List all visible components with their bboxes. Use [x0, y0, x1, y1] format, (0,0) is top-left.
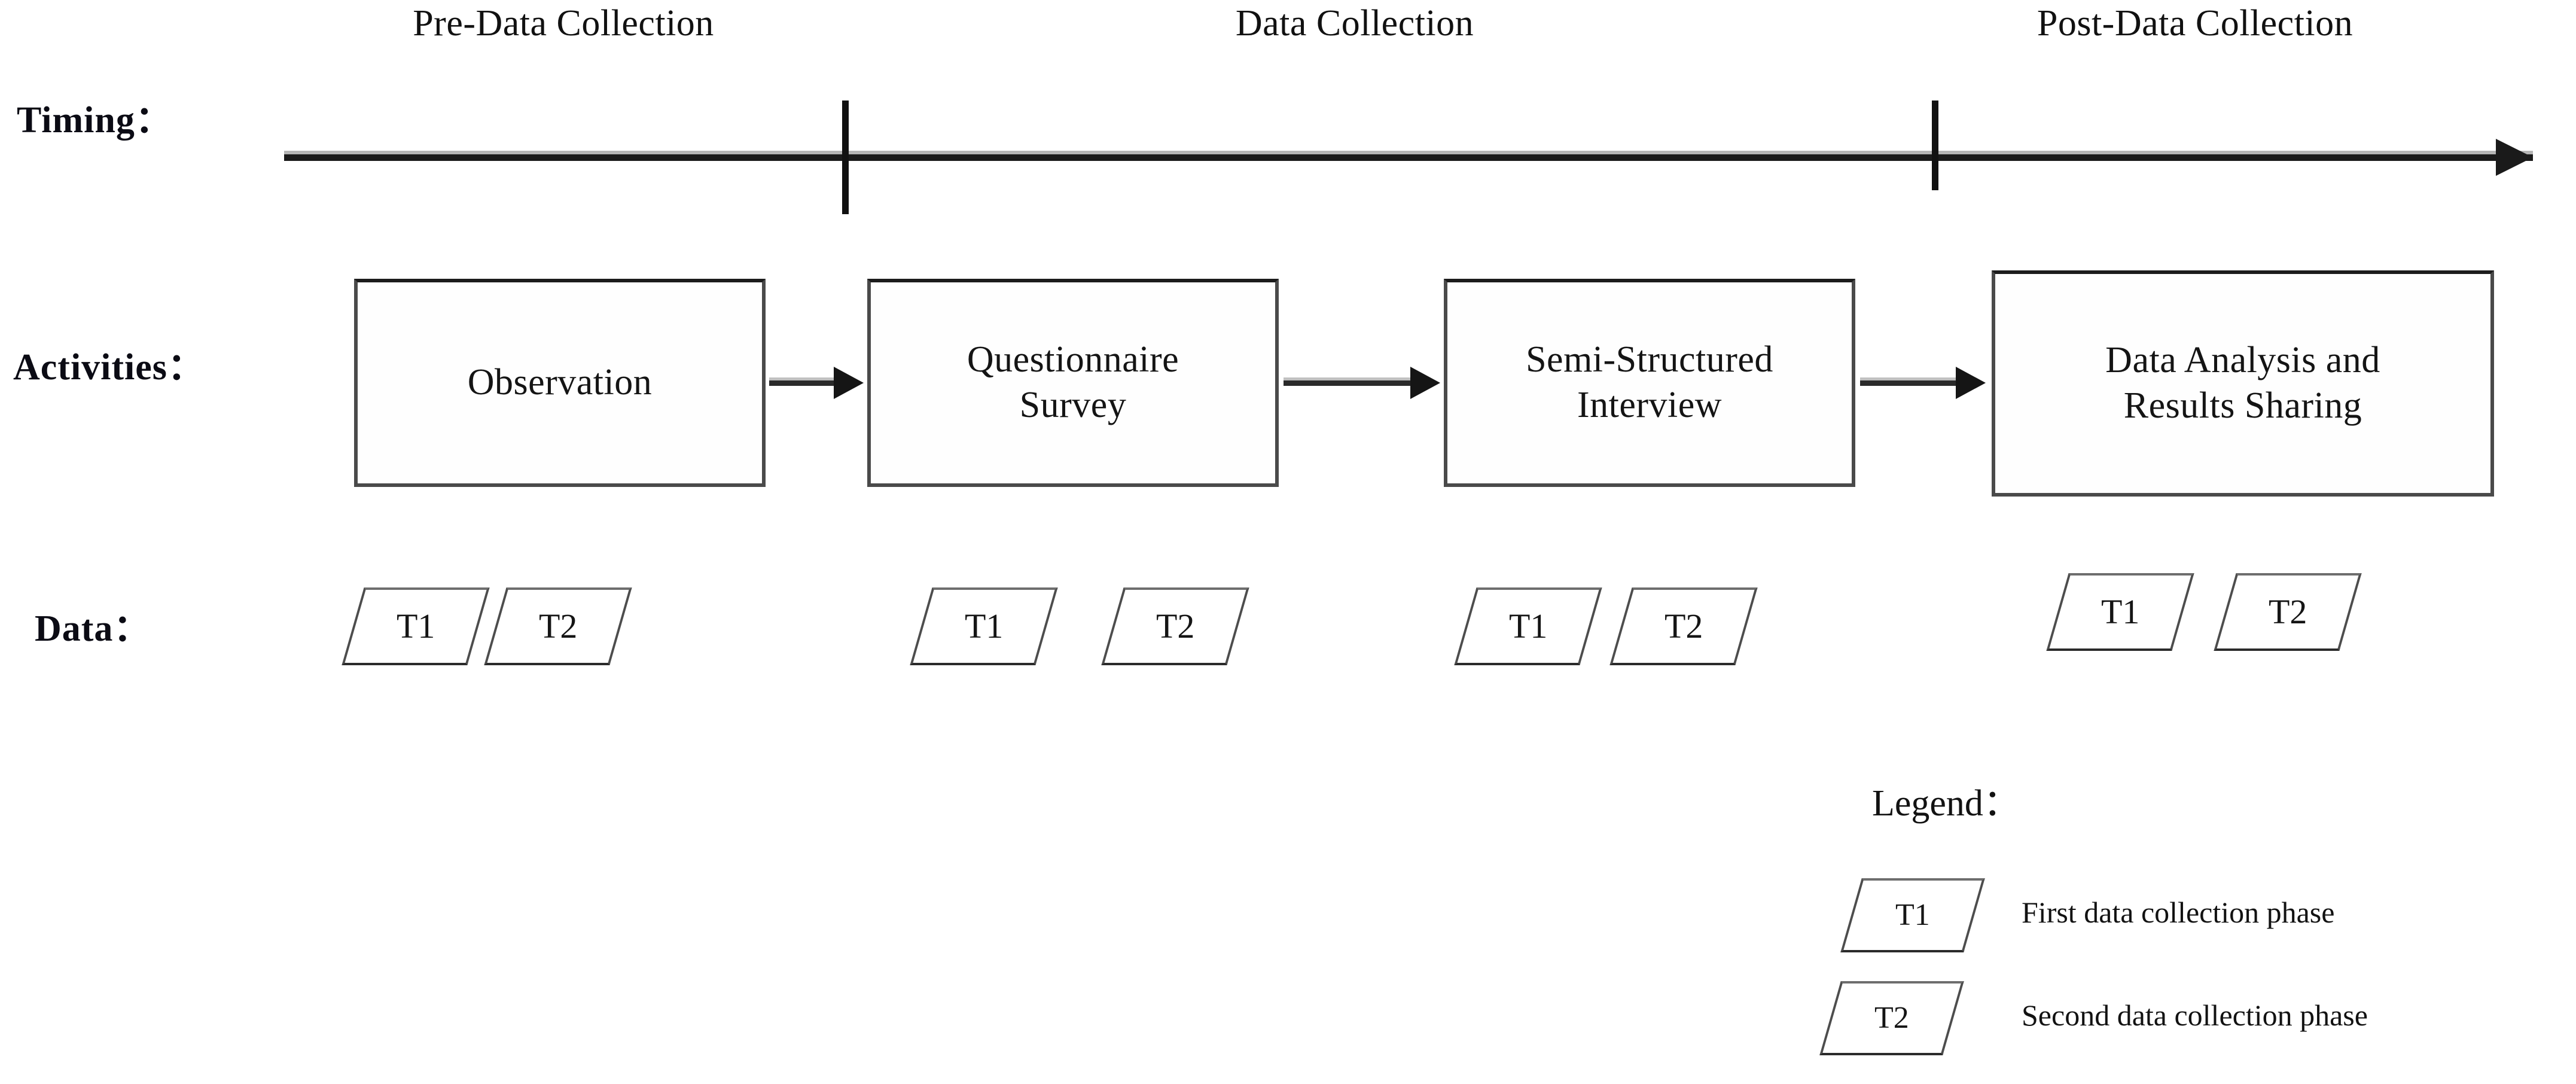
data-token-questionnaire-survey-t2[interactable]: T2 [1101, 587, 1249, 665]
connector-arrowhead-icon-1 [834, 367, 864, 399]
legend-title: Legend： [1872, 783, 2020, 824]
connector-arrowhead-icon-3 [1956, 367, 1986, 399]
data-token-data-analysis-results-sharing-t1[interactable]: T1 [2046, 573, 2194, 651]
activity-box-line: Data Analysis and [2105, 340, 2380, 381]
timeline-arrowhead-icon [2496, 139, 2533, 176]
data-token-semi-structured-interview-t2[interactable]: T2 [1609, 587, 1758, 665]
activity-box-line: Survey [1019, 385, 1127, 425]
timeline-line [284, 154, 2533, 161]
data-token-observation-t1[interactable]: T1 [342, 587, 490, 665]
data-token-questionnaire-survey-t1[interactable]: T1 [910, 587, 1058, 665]
legend-entry-text-2: Second data collection phase [2022, 998, 2368, 1032]
data-token-label: T1 [2101, 592, 2140, 631]
data-token-data-analysis-results-sharing-t2[interactable]: T2 [2214, 573, 2362, 651]
data-token-label: T2 [538, 607, 578, 645]
row-label-timing: Timing： [17, 100, 173, 141]
activity-box-line: Interview [1577, 385, 1723, 425]
data-token-semi-structured-interview-t1[interactable]: T1 [1454, 587, 1602, 665]
phase-header-3: Post-Data Collection [2037, 3, 2354, 44]
legend-entry-text-1: First data collection phase [2022, 896, 2335, 929]
activity-box-line: Observation [467, 362, 653, 403]
activity-box-line: Questionnaire [967, 339, 1179, 380]
legend-symbol-label: T1 [1895, 898, 1930, 932]
connector-line-1 [769, 380, 834, 386]
connector-line-3 [1860, 380, 1956, 386]
phase-header-2: Data Collection [1235, 3, 1474, 44]
connector-arrowhead-icon-2 [1410, 367, 1440, 399]
data-token-label: T2 [1156, 607, 1195, 645]
data-token-label: T1 [396, 607, 435, 645]
data-token-label: T2 [2268, 592, 2307, 631]
row-label-data: Data： [35, 608, 151, 649]
timeline-divider-tick-2 [1932, 101, 1938, 190]
activity-box-observation[interactable]: Observation [354, 279, 766, 487]
data-token-label: T1 [964, 607, 1004, 645]
legend-symbol-t1: T1 [1840, 878, 1985, 952]
timeline-divider-tick-1 [842, 101, 849, 214]
data-token-label: T2 [1664, 607, 1703, 645]
phase-header-1: Pre-Data Collection [413, 3, 714, 44]
legend-symbol-label: T2 [1874, 1001, 1909, 1035]
activity-box-label: Observation [462, 360, 659, 406]
connector-line-2 [1284, 380, 1410, 386]
row-label-activities: Activities： [13, 347, 205, 388]
data-token-label: T1 [1508, 607, 1548, 645]
legend-symbol-t2: T2 [1819, 981, 1964, 1055]
activity-box-line: Semi-Structured [1526, 339, 1773, 380]
activity-box-line: Results Sharing [2123, 385, 2362, 426]
data-token-observation-t2[interactable]: T2 [484, 587, 632, 665]
